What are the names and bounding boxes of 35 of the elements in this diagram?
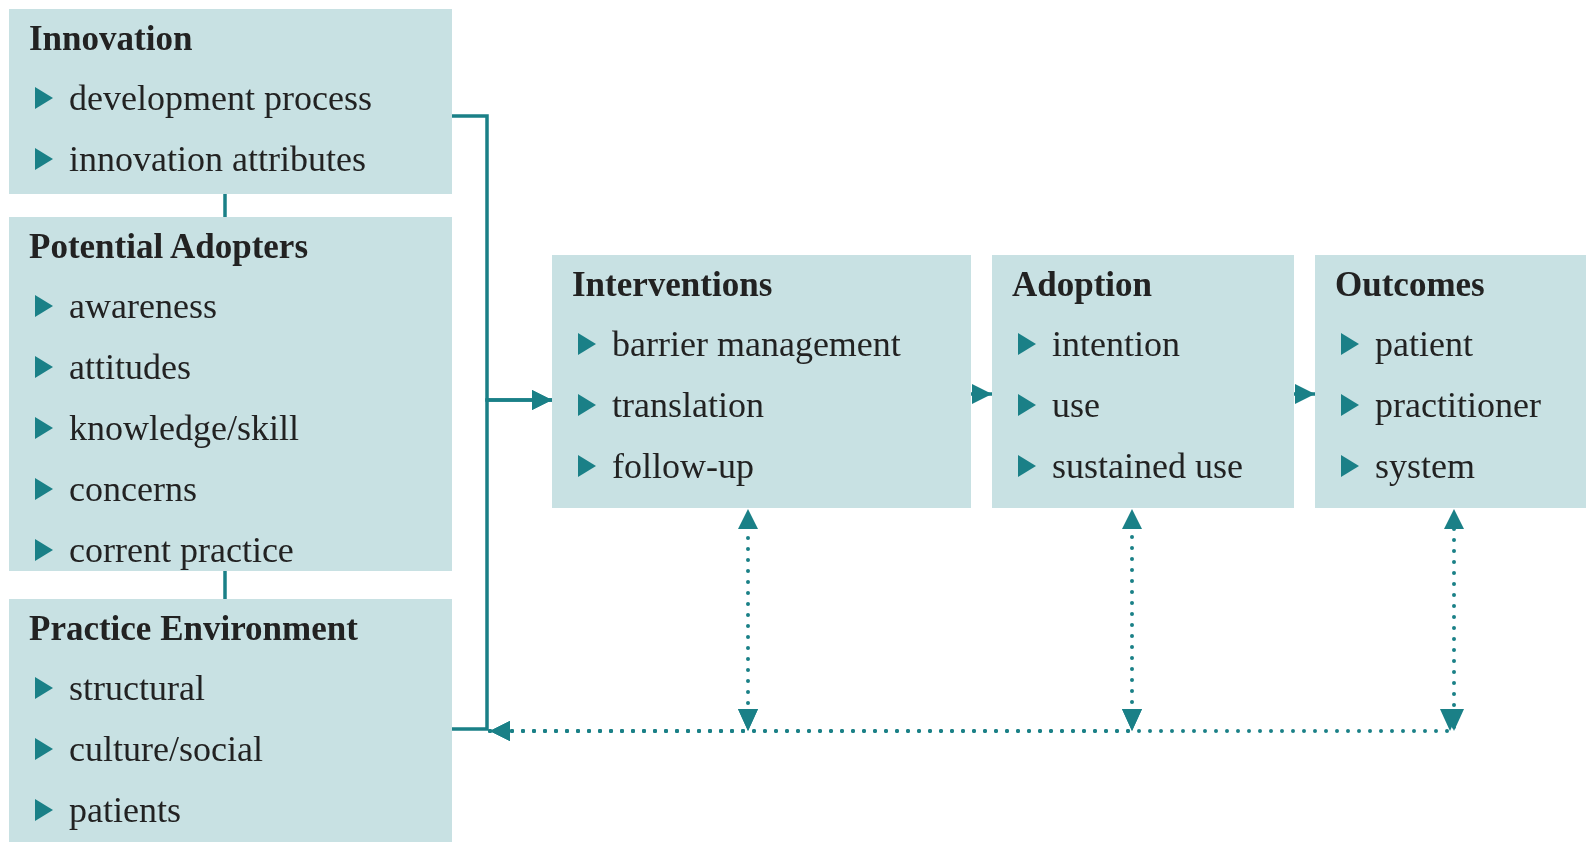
bullet-text: culture/social	[69, 727, 263, 770]
box-heading: Outcomes	[1335, 264, 1486, 306]
bullet-text: translation	[612, 383, 764, 426]
bullet-text: corrent practice	[69, 528, 294, 571]
bullet-text: innovation attributes	[69, 137, 366, 180]
box-heading: Adoption	[1012, 264, 1154, 306]
bullet-text: intention	[1052, 322, 1180, 365]
bullet-text: awareness	[69, 284, 217, 327]
bullet-text: barrier management	[612, 322, 901, 365]
bullet-text: knowledge/skill	[69, 406, 299, 449]
bullet-text: system	[1375, 444, 1475, 487]
category-box	[9, 217, 452, 571]
box-heading: Potential Adopters	[29, 226, 309, 268]
box-heading: Interventions	[572, 264, 774, 306]
bullet-text: sustained use	[1052, 444, 1243, 487]
bullet-text: development process	[69, 76, 372, 119]
bullet-text: structural	[69, 666, 205, 709]
box-heading: Innovation	[29, 18, 194, 60]
connector-arrow	[1294, 384, 1315, 404]
connector-arrow	[971, 384, 992, 404]
bullet-text: practitioner	[1375, 383, 1541, 426]
bullet-text: follow-up	[612, 444, 754, 487]
bullet-text: patients	[69, 788, 181, 831]
category-box	[552, 255, 971, 508]
category-box	[9, 599, 452, 842]
bullet-text: use	[1052, 383, 1100, 426]
category-box	[992, 255, 1294, 508]
bullet-text: concerns	[69, 467, 197, 510]
bullet-text: patient	[1375, 322, 1473, 365]
bullet-text: attitudes	[69, 345, 191, 388]
dotted-arrow	[488, 507, 1464, 741]
box-heading: Practice Environment	[29, 608, 359, 650]
connector-arrow	[452, 390, 552, 731]
category-box	[1315, 255, 1586, 508]
category-box	[9, 9, 452, 194]
